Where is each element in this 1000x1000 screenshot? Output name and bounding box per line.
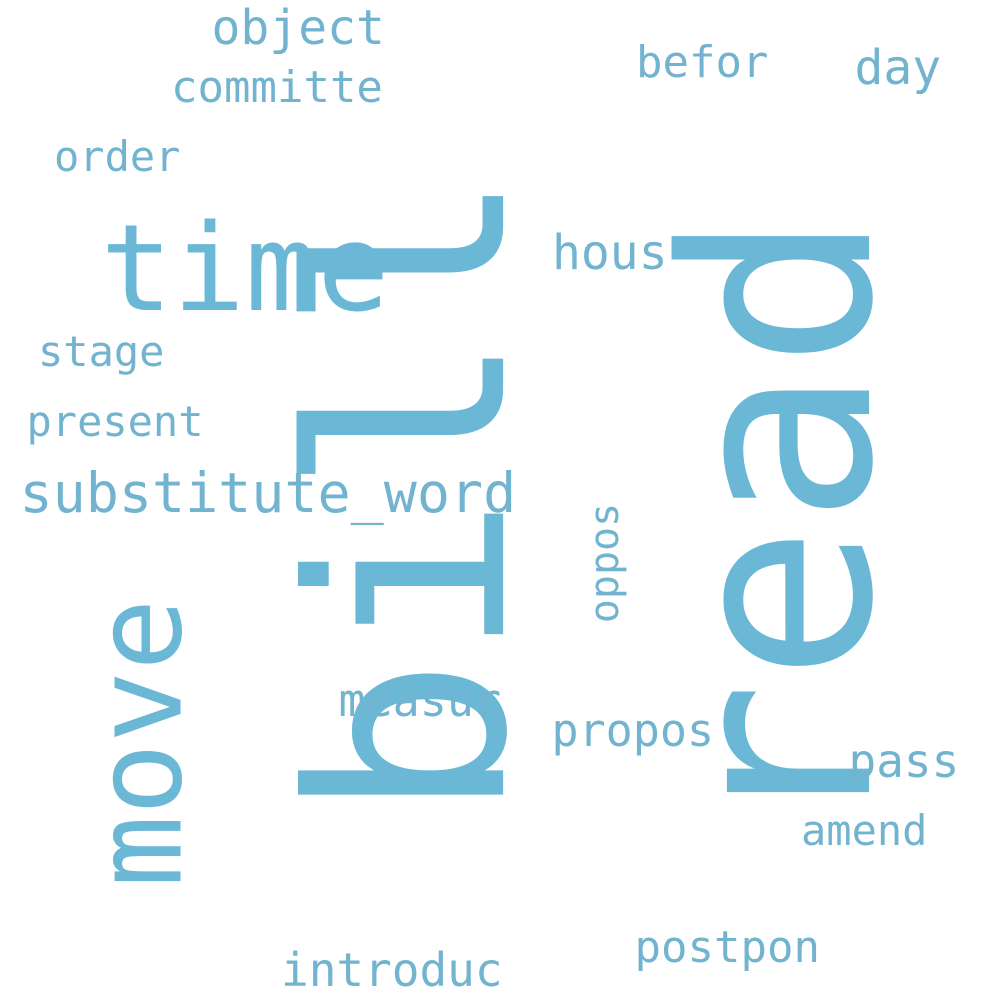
word-order: order: [54, 132, 181, 181]
word-substitute-word: substitute_word: [19, 460, 517, 525]
word-stage: stage: [38, 327, 165, 376]
word-measur: measur: [338, 673, 502, 727]
word-present: present: [26, 397, 204, 446]
word-move: move: [69, 598, 209, 888]
word-pass: pass: [848, 734, 960, 788]
word-introduc: introduc: [281, 943, 503, 997]
word-amend: amend: [801, 806, 928, 855]
word-object: object: [211, 0, 385, 56]
word-befor: befor: [636, 37, 769, 88]
word-oppos: oppos: [582, 502, 629, 624]
word-day: day: [854, 40, 942, 96]
word-committe: committe: [171, 62, 383, 113]
word-hous: hous: [552, 225, 668, 281]
word-time: time: [100, 200, 390, 339]
word-postpon: postpon: [634, 922, 820, 973]
word-propos: propos: [551, 703, 715, 757]
